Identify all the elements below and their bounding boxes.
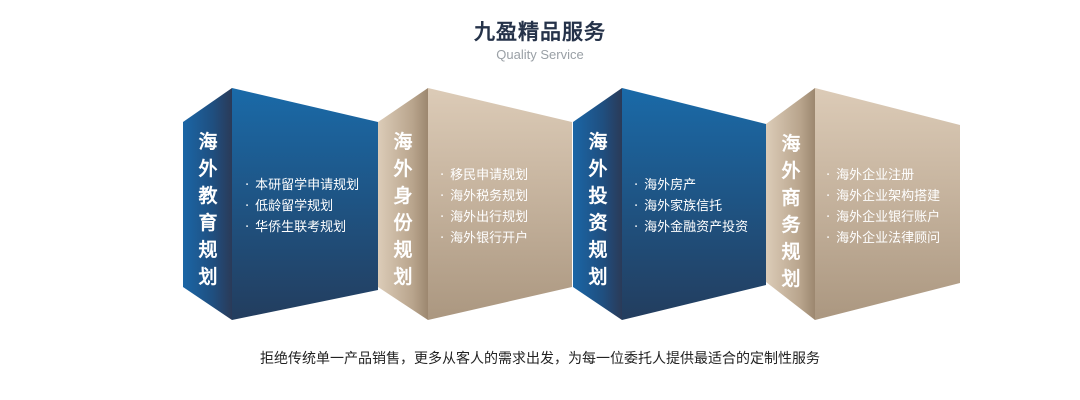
- title-char: 教: [198, 185, 218, 207]
- title-char: 海: [781, 133, 801, 155]
- service-item: 移民申请规划: [440, 165, 528, 186]
- title-char: 外: [393, 158, 413, 180]
- title-char: 外: [781, 160, 801, 182]
- title-char: 身: [393, 185, 413, 207]
- title-char: 划: [393, 266, 413, 288]
- title-char: 海: [198, 131, 218, 153]
- title-char: 外: [198, 158, 218, 180]
- title-char: 划: [198, 266, 218, 288]
- title-char: 规: [393, 239, 413, 261]
- service-item: 海外金融资产投资: [634, 217, 748, 238]
- block-title-investment: 海 外 投 资 规 划: [573, 129, 623, 291]
- title-char: 务: [781, 214, 801, 236]
- title-char: 份: [393, 212, 413, 234]
- service-item: 海外税务规划: [440, 186, 528, 207]
- title-char: 规: [781, 241, 801, 263]
- title-char: 海: [393, 131, 413, 153]
- service-item: 海外家族信托: [634, 196, 748, 217]
- block-title-education: 海 外 教 育 规 划: [183, 129, 233, 291]
- footer-tagline: 拒绝传统单一产品销售，更多从客人的需求出发，为每一位委托人提供最适合的定制性服务: [260, 351, 820, 367]
- block-items-business: 海外企业注册 海外企业架构搭建 海外企业银行账户 海外企业法律顾问: [826, 165, 940, 249]
- block-items-identity: 移民申请规划 海外税务规划 海外出行规划 海外银行开户: [440, 165, 528, 249]
- title-char: 投: [588, 185, 608, 207]
- service-item: 海外企业架构搭建: [826, 186, 940, 207]
- service-item: 海外房产: [634, 175, 748, 196]
- block-title-identity: 海 外 身 份 规 划: [378, 129, 428, 291]
- block-title-business: 海 外 商 务 规 划: [766, 131, 816, 293]
- title-char: 划: [781, 268, 801, 290]
- service-item: 本研留学申请规划: [245, 175, 359, 196]
- page-subtitle: Quality Service: [496, 47, 584, 62]
- title-char: 资: [588, 212, 608, 234]
- title-char: 划: [588, 266, 608, 288]
- page-title: 九盈精品服务: [474, 20, 606, 44]
- service-item: 海外出行规划: [440, 207, 528, 228]
- title-char: 海: [588, 131, 608, 153]
- title-char: 育: [198, 212, 218, 234]
- block-items-investment: 海外房产 海外家族信托 海外金融资产投资: [634, 175, 748, 238]
- service-item: 华侨生联考规划: [245, 217, 359, 238]
- title-char: 规: [588, 239, 608, 261]
- service-item: 海外企业注册: [826, 165, 940, 186]
- block-items-education: 本研留学申请规划 低龄留学规划 华侨生联考规划: [245, 175, 359, 238]
- title-char: 商: [781, 187, 801, 209]
- title-char: 外: [588, 158, 608, 180]
- service-item: 海外企业法律顾问: [826, 228, 940, 249]
- title-char: 规: [198, 239, 218, 261]
- service-item: 海外企业银行账户: [826, 207, 940, 228]
- service-item: 海外银行开户: [440, 228, 528, 249]
- service-item: 低龄留学规划: [245, 196, 359, 217]
